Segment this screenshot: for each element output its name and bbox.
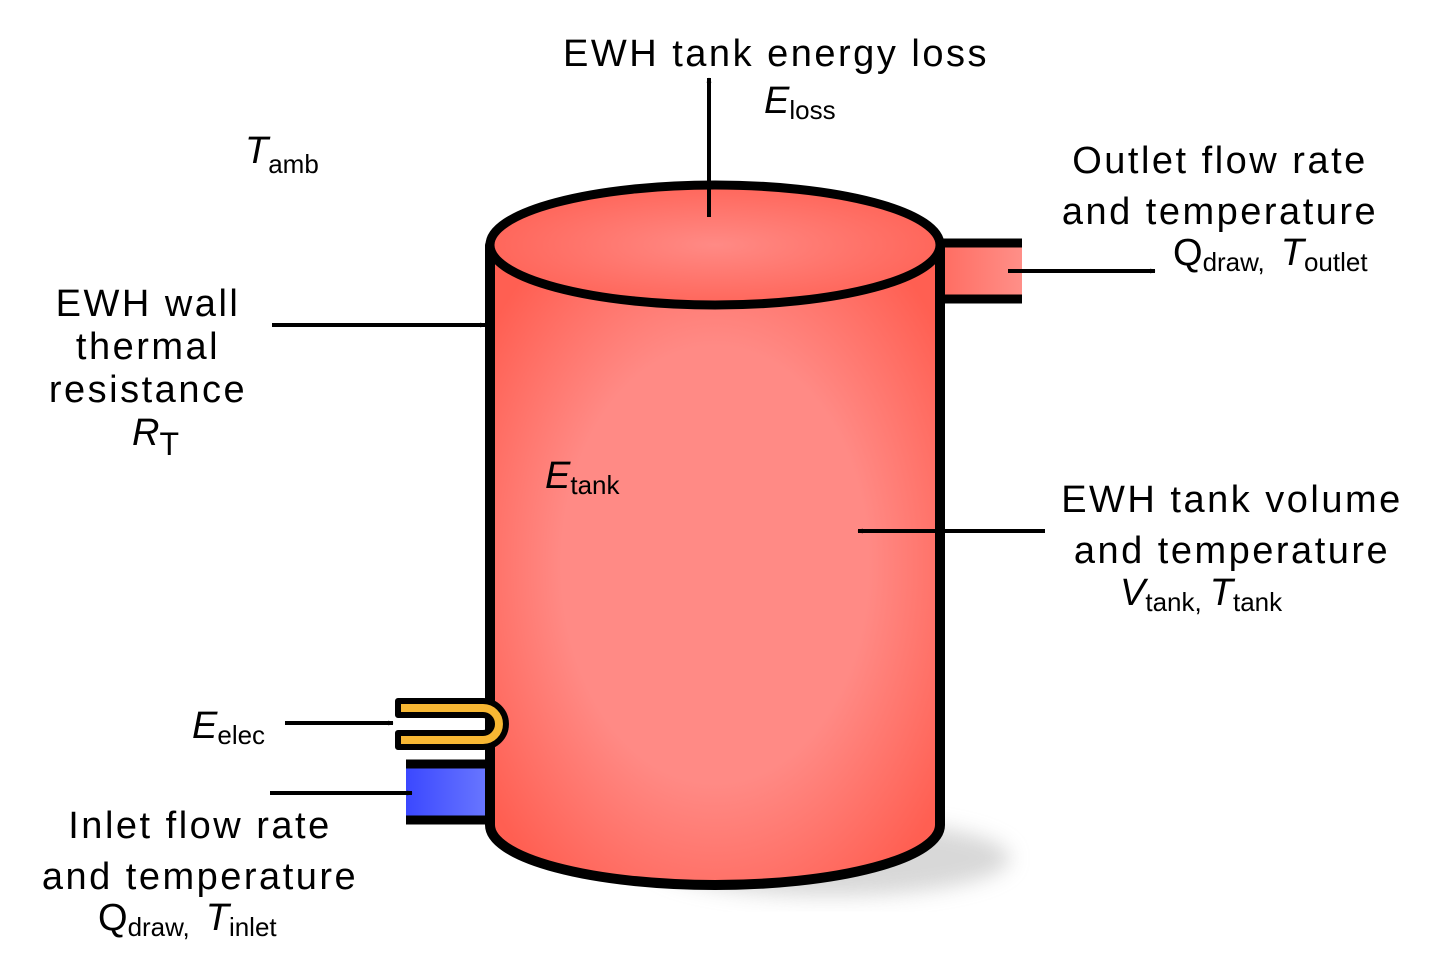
outlet-label: Outlet flow rate and temperature Qdraw,T… <box>1062 140 1378 277</box>
svg-text:Qdraw,Toutlet: Qdraw,Toutlet <box>1173 232 1368 277</box>
svg-text:EWH tank volume: EWH tank volume <box>1061 479 1403 521</box>
tank-body <box>485 240 945 890</box>
energy-loss-label: EWH tank energy loss Eloss <box>563 33 989 125</box>
svg-text:EWH tank energy loss: EWH tank energy loss <box>563 33 989 75</box>
svg-text:and temperature: and temperature <box>1062 191 1378 233</box>
svg-text:resistance: resistance <box>49 369 247 411</box>
svg-text:and temperature: and temperature <box>1074 530 1390 572</box>
svg-text:EWH wall: EWH wall <box>56 283 241 325</box>
svg-text:Qdraw,Tinlet: Qdraw,Tinlet <box>98 897 277 942</box>
electric-energy-label: Eelec <box>192 705 265 750</box>
ambient-temperature-label: Tamb <box>245 130 319 179</box>
tank-volume-label: EWH tank volume and temperature Vtank,Tt… <box>1061 479 1403 617</box>
svg-text:thermal: thermal <box>76 326 220 368</box>
svg-text:Vtank,Ttank: Vtank,Ttank <box>1120 572 1283 617</box>
svg-text:Outlet flow rate: Outlet flow rate <box>1072 140 1368 182</box>
inlet-pipe <box>406 759 490 825</box>
svg-text:RT: RT <box>132 412 179 462</box>
svg-text:Eloss: Eloss <box>764 80 836 125</box>
inlet-label: Inlet flow rate and temperature Qdraw,Ti… <box>42 805 358 942</box>
svg-text:and temperature: and temperature <box>42 856 358 898</box>
wall-resistance-label: EWH wall thermal resistance RT <box>49 283 247 462</box>
heater-element <box>395 698 509 750</box>
tank-top <box>485 180 945 310</box>
tank-energy-label: Etank <box>545 455 621 500</box>
svg-text:Inlet flow rate: Inlet flow rate <box>68 805 332 847</box>
